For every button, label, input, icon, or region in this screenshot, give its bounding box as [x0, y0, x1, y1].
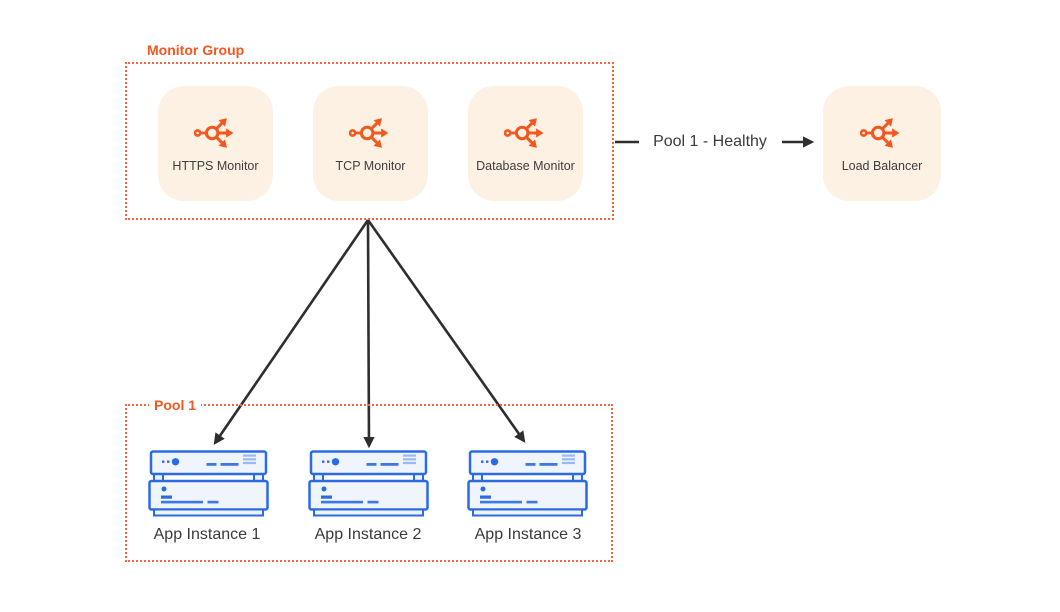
load-balancer-icon [860, 114, 904, 152]
load-balancer-icon [504, 114, 548, 152]
load-balancer-icon [349, 114, 393, 152]
load-balancer-icon [194, 114, 238, 152]
node-label-load-balancer: Load Balancer [841, 159, 923, 173]
node-label-app-instance-3: App Instance 3 [474, 526, 582, 543]
node-label-app-instance-2: App Instance 2 [314, 526, 422, 543]
node-label-app-instance-1: App Instance 1 [153, 526, 261, 543]
node-label-https-monitor: HTTPS Monitor [172, 159, 259, 173]
pool-group-box: Pool 1 [125, 397, 613, 562]
node-label-database-monitor: Database Monitor [476, 159, 575, 173]
node-load-balancer: Load Balancer [823, 86, 941, 201]
node-database-monitor: Database Monitor [468, 86, 583, 201]
pool-group-label: Pool 1 [149, 397, 202, 413]
node-tcp-monitor: TCP Monitor [313, 86, 428, 201]
node-label-tcp-monitor: TCP Monitor [335, 159, 406, 173]
monitor-group-box: Monitor Group [125, 42, 614, 220]
server-icon [467, 450, 588, 517]
server-icon [148, 450, 269, 517]
edge-label-pool-health: Pool 1 - Healthy [653, 133, 767, 150]
monitor-group-label: Monitor Group [147, 42, 245, 58]
server-icon [308, 450, 429, 517]
node-https-monitor: HTTPS Monitor [158, 86, 273, 201]
